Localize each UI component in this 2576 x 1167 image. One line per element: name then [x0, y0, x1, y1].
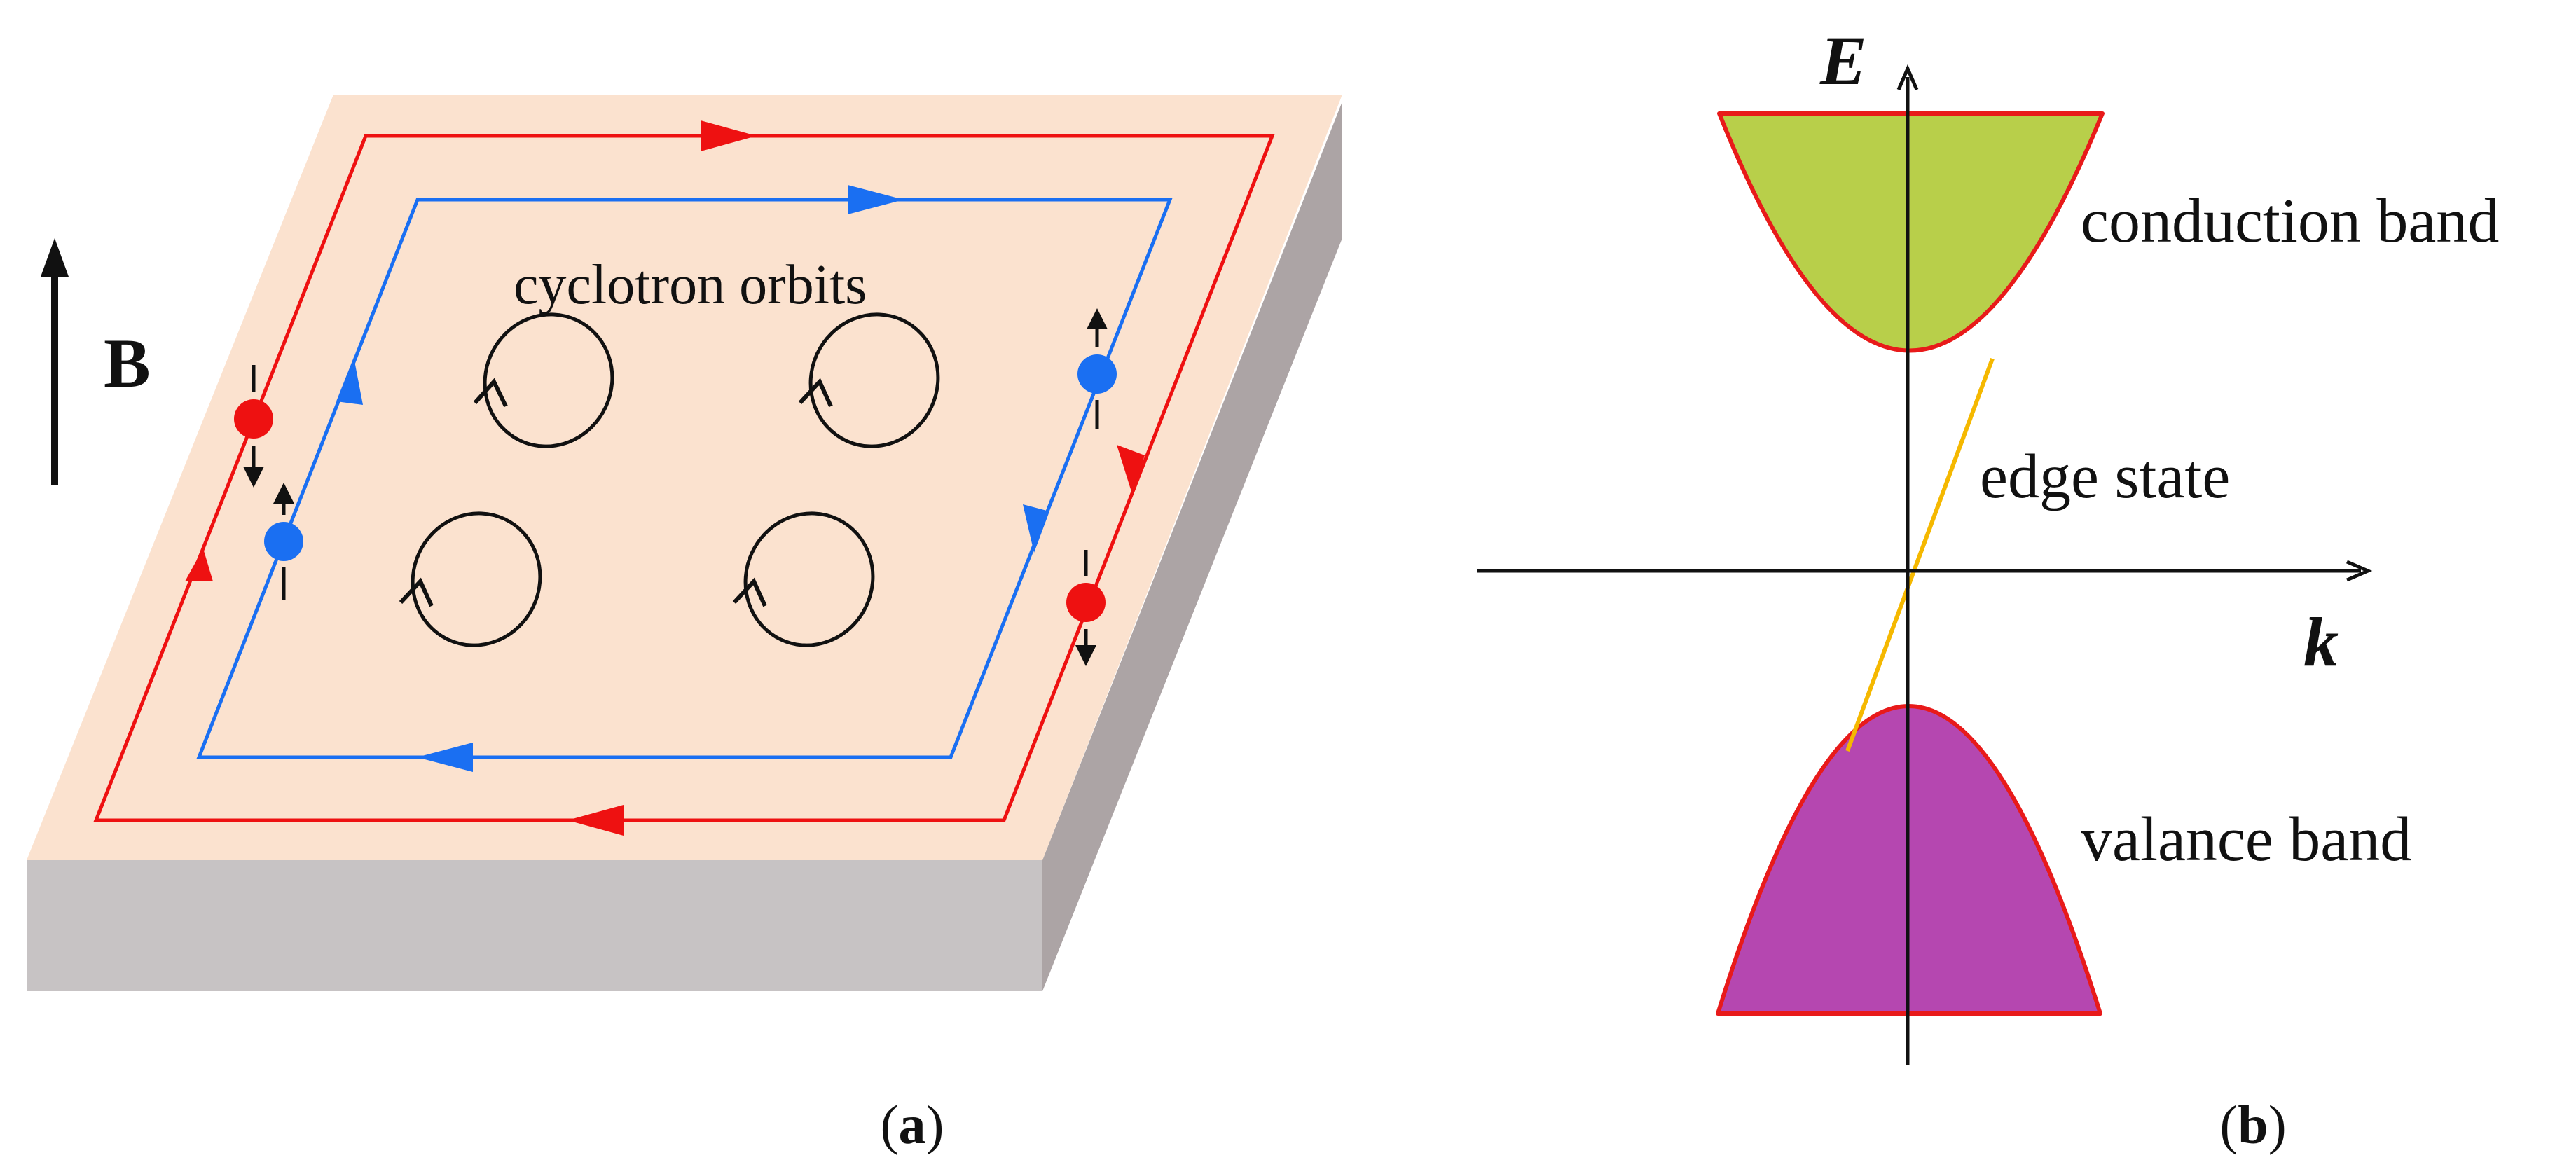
outer-edge-arrow-top — [701, 120, 757, 151]
conduction-band — [1717, 111, 2105, 353]
slab-top-face — [27, 95, 1342, 860]
e-axis-label: E — [1819, 22, 1867, 99]
edge-state-label: edge state — [1980, 442, 2230, 511]
panel-b-caption: (b) — [2219, 1094, 2286, 1155]
cyclotron-orbit-4 — [732, 511, 875, 647]
electron-red-right — [1066, 550, 1106, 666]
cyclotron-orbits-label: cyclotron orbits — [514, 254, 867, 316]
outer-edge-arrow-right — [1117, 445, 1145, 494]
electron-blue-right — [1077, 308, 1117, 429]
e-axis-arrowhead — [1896, 64, 1919, 90]
outer-edge-arrow-left — [185, 548, 213, 581]
inner-edge-arrow-bottom — [417, 743, 473, 772]
outer-edge-channel — [93, 134, 1275, 822]
outer-edge-arrow-bottom — [567, 805, 624, 836]
k-axis-arrowhead — [2346, 560, 2373, 582]
k-axis-label: k — [2303, 603, 2339, 681]
cyclotron-orbit-3 — [399, 511, 542, 647]
slab-front-face — [27, 860, 1042, 991]
inner-edge-channel — [196, 198, 1173, 759]
panel-b: E k conduction band edge state valance b… — [1477, 22, 2499, 1155]
cyclotron-orbit-1 — [473, 312, 614, 448]
inner-edge-arrow-right — [1023, 504, 1049, 553]
b-field-label: B — [104, 324, 151, 402]
panel-a-caption: (a) — [881, 1094, 944, 1155]
valence-band-label: valance band — [2081, 805, 2411, 874]
edge-state-line — [1845, 357, 1995, 752]
panel-a: B cyclotron orbits (a) — [27, 95, 1342, 1155]
b-field-arrowhead — [41, 238, 69, 277]
slab-side-face — [1042, 102, 1342, 991]
electron-red-left — [234, 365, 273, 488]
inner-edge-arrow-left — [336, 357, 363, 405]
electron-blue-left — [264, 483, 303, 600]
cyclotron-orbit-2 — [798, 312, 940, 448]
conduction-band-label: conduction band — [2081, 186, 2499, 256]
inner-edge-arrow-top — [848, 185, 904, 214]
